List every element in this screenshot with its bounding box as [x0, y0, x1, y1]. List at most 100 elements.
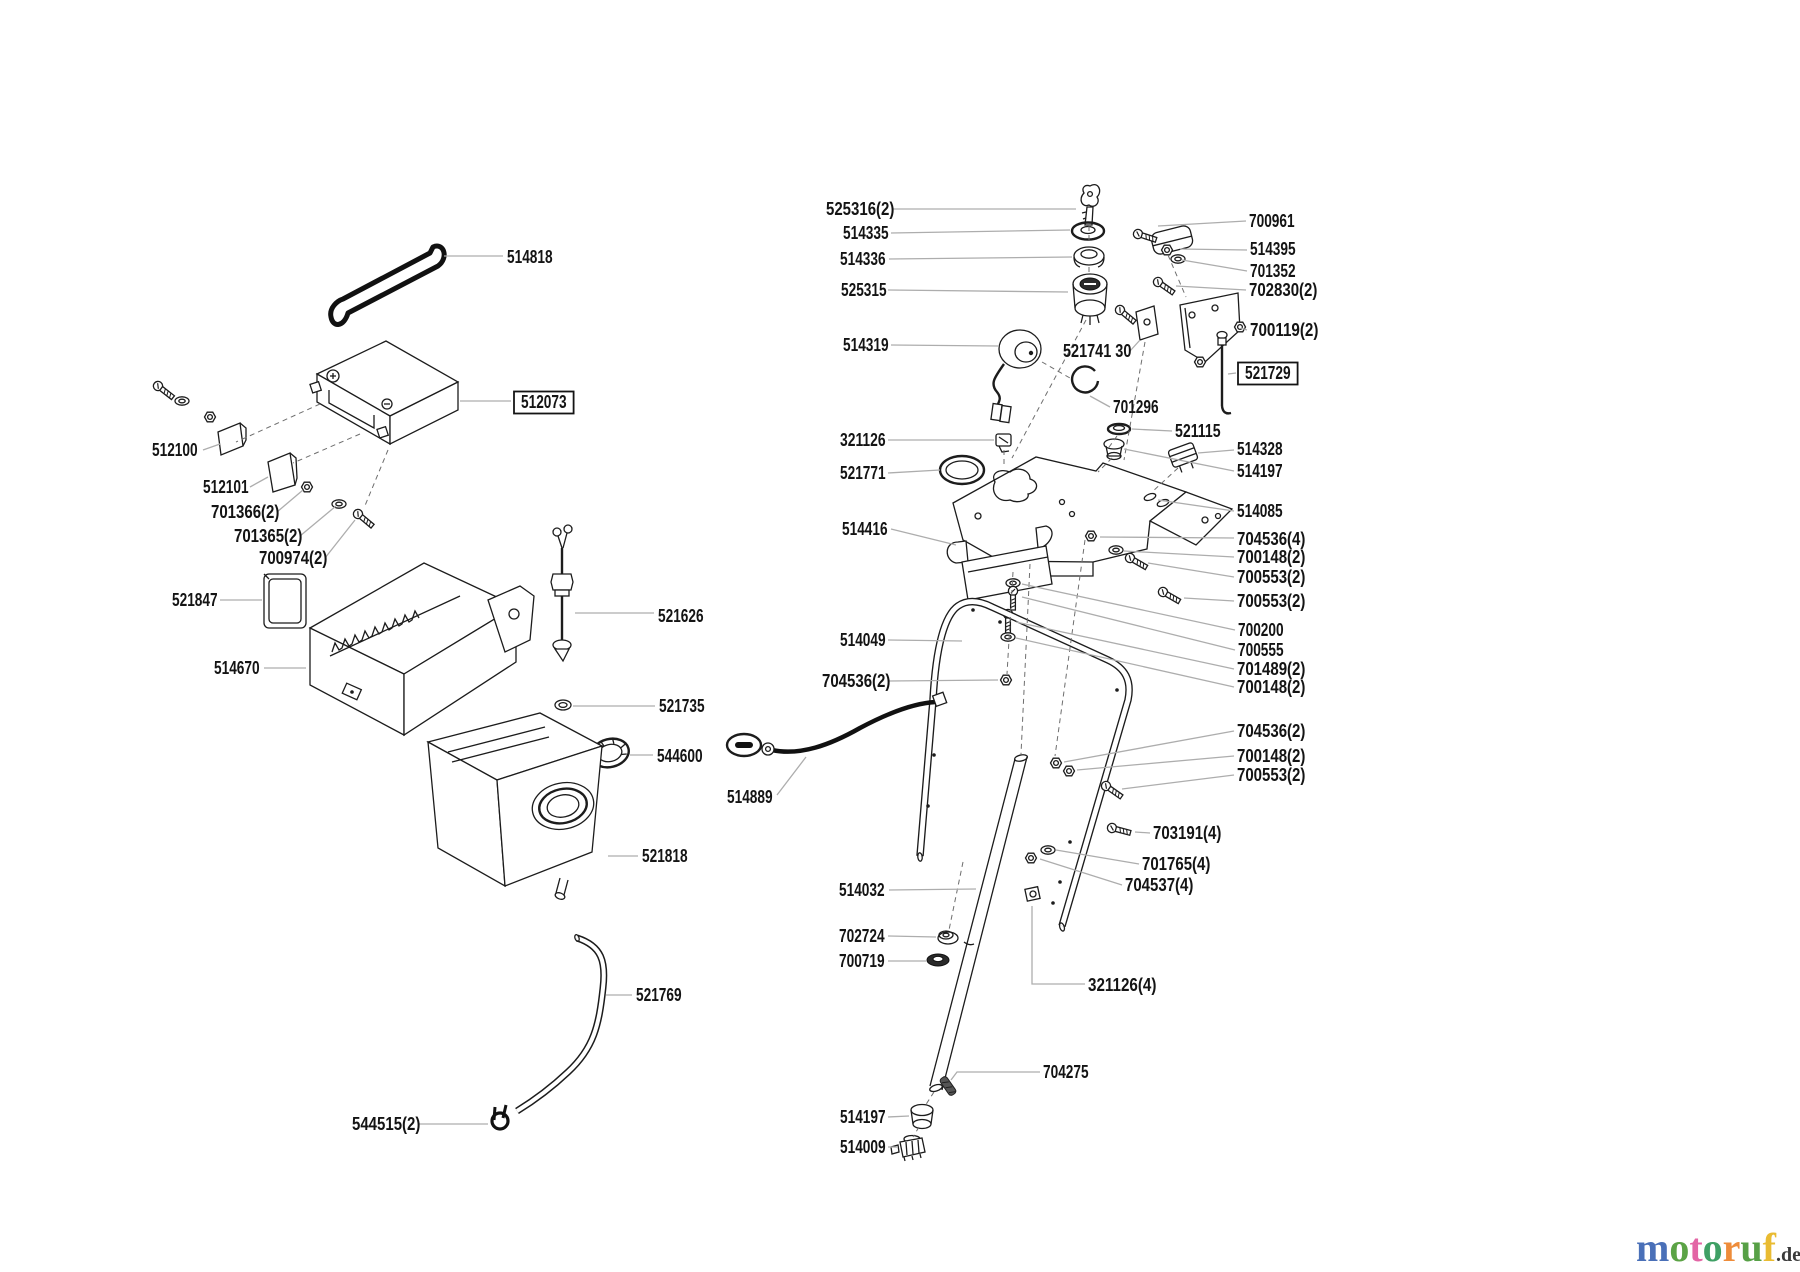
part-label-701489(2): 701489(2): [1237, 659, 1305, 679]
leader-line-703191(4): [1134, 831, 1151, 834]
part-label-521626: 521626: [658, 606, 704, 626]
safety-switch: [1167, 442, 1199, 473]
part-label-544515(2): 544515(2): [352, 1114, 420, 1134]
small-bracket-521741: [1135, 305, 1159, 341]
leader-line-701365(2): [299, 505, 337, 537]
leader-line-512100: [202, 443, 221, 451]
part-label-514049: 514049: [840, 630, 886, 650]
part-label-701352: 701352: [1250, 261, 1296, 281]
leader-line-704536(2): [1063, 730, 1235, 763]
mount-bracket-plate: [1179, 292, 1241, 363]
part-number-labels: 514818512073512100512101701366(2)701365(…: [152, 199, 1318, 1157]
part-label-525316(2): 525316(2): [826, 199, 894, 219]
part-label-521115: 521115: [1175, 421, 1221, 441]
part-label-521771: 521771: [840, 463, 886, 483]
wire-clamp-521847: [263, 573, 307, 629]
leader-line-514416: [890, 528, 957, 546]
leader-line-514336: [888, 256, 1073, 260]
part-label-704537(4): 704537(4): [1125, 875, 1193, 895]
part-label-544600: 544600: [657, 746, 703, 766]
leader-line-514085: [1157, 499, 1235, 512]
console-plate: [952, 456, 1234, 577]
part-label-704536(4): 704536(4): [1237, 529, 1305, 549]
leader-line-521771: [887, 469, 941, 474]
part-label-700961: 700961: [1249, 211, 1295, 231]
leader-line-514319: [890, 344, 999, 347]
part-label-701296: 701296: [1113, 397, 1159, 417]
part-label-514032: 514032: [839, 880, 885, 900]
part-label-514335: 514335: [843, 223, 889, 243]
leader-line-700119(2): [1240, 327, 1248, 331]
part-label-700119(2): 700119(2): [1250, 320, 1318, 340]
leader-line-700553(2): [1147, 562, 1235, 578]
clamp-plate-512100: [217, 422, 247, 456]
part-label-514336: 514336: [840, 249, 886, 269]
ignition-switch: [1072, 273, 1108, 325]
fuel-hose: [515, 933, 608, 1114]
label-box-512073: [513, 390, 575, 415]
support-bracket: [946, 525, 1053, 601]
leader-line-514328: [1197, 449, 1235, 454]
leader-line-701489(2): [1015, 621, 1235, 670]
leader-line-514197: [887, 1115, 910, 1118]
part-label-701765(4): 701765(4): [1142, 854, 1210, 874]
leader-line-704536(2): [887, 679, 999, 682]
leader-line-512101: [249, 476, 269, 488]
leader-line-525315: [887, 289, 1069, 293]
label-box-521729: [1237, 361, 1299, 386]
part-label-521847: 521847: [172, 590, 218, 610]
part-label-521741 30: 521741 30: [1063, 341, 1131, 361]
part-label-514818: 514818: [507, 247, 553, 267]
part-label-700148(2): 700148(2): [1237, 746, 1305, 766]
bushing-514197: [1103, 438, 1125, 461]
ring-nut: [1073, 246, 1105, 268]
clamp-plate-512101: [267, 452, 298, 493]
battery-handle: [328, 243, 447, 327]
fuel-gauge-dipstick: [550, 524, 574, 663]
part-label-514328: 514328: [1237, 439, 1283, 459]
clip-nut: [1024, 885, 1041, 902]
part-label-514395: 514395: [1250, 239, 1296, 259]
part-label-700974(2): 700974(2): [259, 548, 327, 568]
key-washer: [1070, 221, 1106, 241]
part-label-514197: 514197: [840, 1107, 886, 1127]
part-label-514889: 514889: [727, 787, 773, 807]
battery-cable: [725, 691, 948, 758]
leader-line-701352: [1181, 259, 1248, 272]
part-label-521818: 521818: [642, 846, 688, 866]
leader-lines: [202, 208, 1248, 1148]
part-label-700148(2): 700148(2): [1237, 677, 1305, 697]
grommet-700719: [926, 953, 950, 967]
leader-line-514335: [890, 229, 1071, 234]
leader-line-700961: [1157, 220, 1247, 227]
leader-line-700553(2): [1183, 597, 1235, 602]
steering-shaft: [929, 754, 1029, 1093]
leader-line-701296: [1089, 395, 1111, 408]
leader-line-702724: [887, 935, 937, 938]
part-label-514085: 514085: [1237, 501, 1283, 521]
ignition-key: [1080, 184, 1101, 226]
shaft-end-switch: [890, 1134, 926, 1162]
part-label-700148(2): 700148(2): [1237, 547, 1305, 567]
part-label-701365(2): 701365(2): [234, 526, 302, 546]
circlip: [1070, 365, 1100, 394]
leader-line-321126(4): [1031, 906, 1085, 985]
part-label-321126(4): 321126(4): [1088, 975, 1156, 995]
part-label-321126: 321126: [840, 430, 886, 450]
part-label-702830(2): 702830(2): [1249, 280, 1317, 300]
leader-line-514395: [1179, 248, 1248, 251]
parts-artwork: [150, 184, 1247, 1162]
part-label-514197: 514197: [1237, 461, 1283, 481]
part-label-700719: 700719: [839, 951, 885, 971]
part-label-704536(2): 704536(2): [822, 671, 890, 691]
hose-clamp: [490, 1104, 510, 1131]
leader-line-700148(2): [1015, 637, 1235, 688]
part-label-702724: 702724: [839, 926, 885, 946]
cable-clip: [995, 433, 1012, 453]
leader-line-700553(2): [1121, 774, 1235, 790]
part-label-700553(2): 700553(2): [1237, 765, 1305, 785]
part-label-700553(2): 700553(2): [1237, 591, 1305, 611]
leader-line-701765(4): [1055, 849, 1140, 865]
rubber-boot: [1150, 225, 1194, 255]
part-label-703191(4): 703191(4): [1153, 823, 1221, 843]
